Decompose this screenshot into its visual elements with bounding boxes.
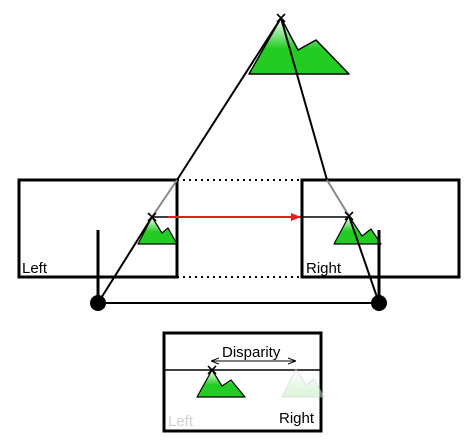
x-mark-icon: [276, 13, 286, 23]
right-projection-ray: [280, 17, 328, 181]
right-camera-label: Right: [306, 260, 342, 277]
left-camera-label: Left: [22, 260, 48, 277]
left-projection-ray-inside: [151, 179, 178, 218]
disparity-label: Disparity: [222, 344, 281, 361]
x-mark-icon: [147, 212, 157, 222]
x-mark-icon: [344, 211, 354, 221]
right-projection-ray-lower: [348, 215, 380, 304]
mountain-icon: [281, 367, 325, 398]
inset-right-label: Right: [279, 410, 315, 427]
disparity-inset-frame: [162, 331, 323, 433]
right-projection-ray-inside: [326, 179, 350, 217]
right-camera-center: [371, 295, 387, 311]
left-projection-ray: [176, 17, 282, 181]
mountain-icon: [196, 369, 246, 398]
inset-left-label: Left: [168, 413, 194, 430]
left-projection-ray-lower: [97, 216, 153, 304]
mountain-icon: [333, 215, 382, 245]
left-camera-center: [90, 295, 106, 311]
x-mark-icon: [207, 365, 217, 375]
